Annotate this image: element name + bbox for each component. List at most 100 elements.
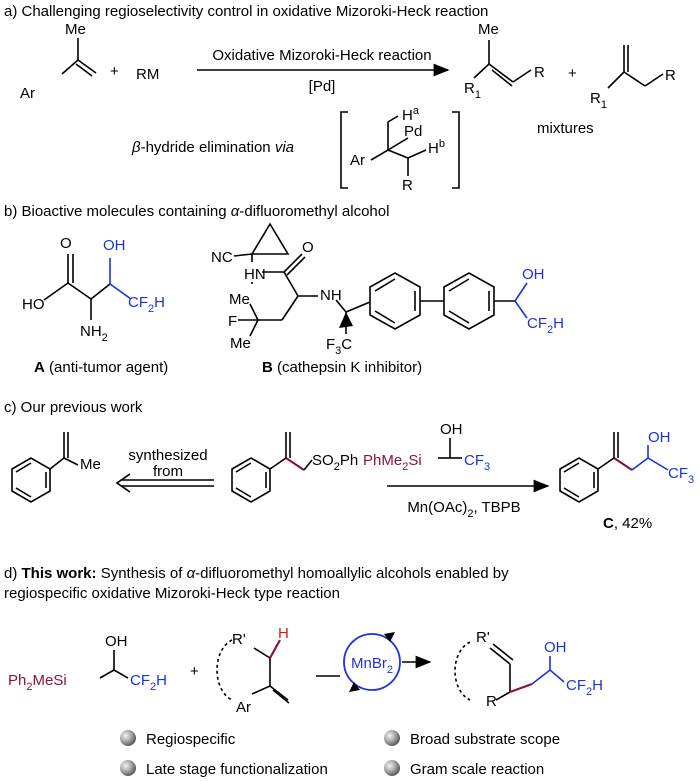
label-c: C, 42% — [603, 515, 652, 532]
sub-d-ar: Ar — [236, 699, 251, 716]
so2-ph: Ph — [340, 452, 358, 469]
section-a-plus2: + — [568, 65, 577, 82]
mol-b-me2: Me — [230, 335, 251, 352]
section-d-post: -difluoromethyl homoallylic alcohols ena… — [195, 565, 509, 582]
mol-b-nh: NH — [320, 287, 342, 304]
ts-hb-h: H — [428, 140, 439, 157]
mol-a-cf: CF — [128, 294, 148, 311]
section-a-mixtures: mixtures — [537, 120, 594, 137]
cycle-arrow-1 — [384, 632, 395, 642]
beta-symbol: β — [131, 139, 141, 156]
section-b-title-post: -difluoromethyl alcohol — [239, 203, 389, 220]
wedge-bond — [339, 312, 353, 328]
synthesized-label: synthesized — [128, 447, 207, 464]
section-d-substrate — [216, 639, 290, 704]
prod2-r1-letter: R — [590, 90, 601, 107]
cycle-arrow-2 — [349, 682, 360, 692]
section-a-title: a) Challenging regioselectivity control … — [4, 3, 488, 20]
prod-c-cf3: CF3 — [668, 465, 694, 486]
catalyst-label: MnBr2 — [351, 655, 393, 676]
maroon-bond-c1 — [285, 457, 305, 471]
ts-ha: Ha — [402, 105, 420, 124]
section-c-me: Me — [80, 456, 101, 473]
section-d-plus: + — [190, 663, 199, 680]
label-a-text: (anti-tumor agent) — [45, 359, 168, 376]
prod2-r1-sub: 1 — [601, 99, 607, 111]
section-a-plus: + — [110, 63, 119, 80]
reagent-d-si: Ph2MeSi — [8, 672, 67, 693]
label-c-text: , 42% — [614, 515, 652, 532]
prod-r1-letter: R — [464, 80, 475, 97]
mol-a-nh-sub: 2 — [102, 332, 108, 344]
sub-d-h: H — [278, 625, 289, 642]
section-c-reagent — [438, 438, 462, 459]
ts-ar: Ar — [350, 152, 365, 169]
ts-ha-sup: a — [413, 105, 420, 117]
label-b-bold: B — [262, 359, 273, 376]
section-d-product-blue — [531, 656, 565, 685]
section-c-product-blue — [631, 445, 669, 471]
section-a-substrate — [61, 38, 97, 77]
feature-1: Regiospecific — [146, 731, 236, 748]
ts-hb: Hb — [428, 138, 445, 157]
reagent-d-cf-h: H — [156, 672, 167, 689]
prod-d-oh: OH — [544, 639, 567, 656]
reagent-c-oh: OH — [440, 421, 463, 438]
label-a: A (anti-tumor agent) — [34, 359, 168, 376]
section-a-prod2-r: R — [665, 67, 676, 84]
section-a-prod-me: Me — [478, 21, 499, 38]
ts-hb-sup: b — [439, 138, 445, 150]
reagent-d-oh: OH — [105, 633, 128, 650]
c-s-bond — [303, 459, 313, 471]
bullet-icon — [120, 730, 136, 746]
feature-3: Late stage functionalization — [146, 761, 328, 778]
section-d-bold: This work: — [22, 565, 97, 582]
via-label: via — [275, 139, 294, 156]
section-c-conditions: Mn(OAc)2, TBPB — [407, 499, 520, 520]
reagent-c-cf3: CF3 — [464, 452, 490, 473]
reagent-c-si-b: Si — [408, 452, 421, 469]
reagent-c-si: PhMe2Si — [363, 452, 422, 473]
section-a-arrow-bottom: [Pd] — [309, 78, 336, 95]
left-bracket — [340, 111, 348, 189]
cond-tbpb: , TBPB — [473, 499, 520, 516]
label-b: B (cathepsin K inhibitor) — [262, 359, 422, 376]
section-b-title: b) Bioactive molecules containing α-difl… — [4, 203, 389, 220]
right-bracket — [452, 111, 460, 189]
prod-c-oh: OH — [648, 429, 671, 446]
bullet-icon — [120, 760, 136, 776]
reagent-d-si-sub: 2 — [26, 681, 32, 693]
prod-r1-sub: 1 — [475, 89, 481, 101]
mol-b-f3c: F3C — [326, 336, 352, 357]
reagent-c-si-sub: 2 — [402, 461, 408, 473]
section-d-reagent — [99, 650, 129, 679]
mol-b-oh: OH — [522, 266, 545, 283]
section-c-ams — [11, 432, 79, 503]
mol-a-oh: OH — [103, 237, 126, 254]
mol-b-f3c-f: F — [326, 336, 335, 353]
reagent-d-si-a: Ph — [8, 672, 26, 689]
reagent-c-cf: CF — [464, 452, 484, 469]
mol-b-f: F — [228, 313, 237, 330]
mol-b-o: O — [302, 239, 314, 256]
section-b-alpha: α — [231, 203, 240, 220]
maroon-bond-c2 — [613, 457, 633, 471]
mol-b-nc: NC — [211, 249, 233, 266]
section-d-title: d) This work: Synthesis of α-difluoromet… — [4, 565, 509, 582]
molecule-a-blue-bonds — [109, 258, 132, 300]
mol-a-ho: HO — [22, 296, 45, 313]
prod-d-rr: R — [486, 693, 497, 710]
cond-mn: Mn(OAc) — [407, 499, 467, 516]
section-b-title-pre: b) Bioactive molecules containing — [4, 203, 231, 220]
section-d-pre: d) — [4, 565, 22, 582]
reagent-c-cf-sub: 3 — [484, 461, 490, 473]
section-a-product1 — [473, 40, 532, 87]
mol-b-me1: Me — [229, 291, 250, 308]
maroon-bond-d2 — [509, 682, 533, 694]
section-d-title-line2: regiospecific oxidative Mizoroki-Heck ty… — [4, 585, 340, 602]
section-a-ar: Ar — [20, 85, 35, 102]
prod-d-cf-sub: 2 — [586, 686, 592, 698]
mol-b-cf-sub: 2 — [547, 324, 553, 336]
ts-r: R — [402, 177, 413, 194]
molecule-a — [43, 254, 111, 320]
